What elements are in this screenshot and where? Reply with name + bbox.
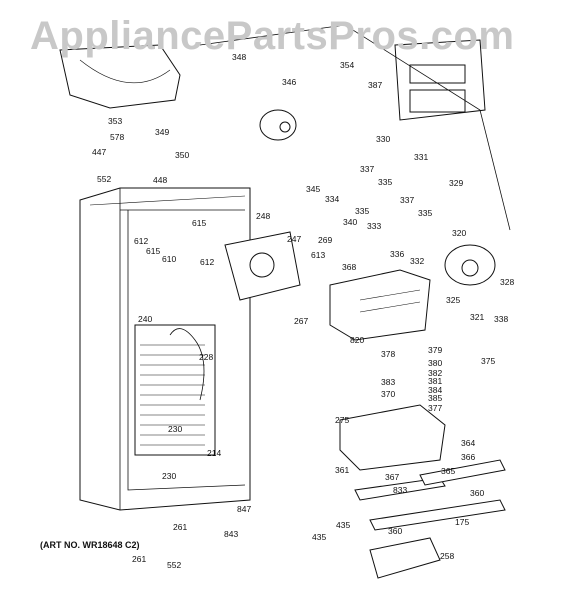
callout-325: 325 xyxy=(446,295,460,305)
callout-612b: 612 xyxy=(200,257,214,267)
part-callouts: 348 346 354 387 353 349 578 447 350 330 … xyxy=(92,52,514,570)
callout-613: 613 xyxy=(311,250,325,260)
callout-377: 377 xyxy=(428,403,442,413)
callout-349: 349 xyxy=(155,127,169,137)
callout-333: 333 xyxy=(367,221,381,231)
callout-240: 240 xyxy=(138,314,152,324)
callout-345: 345 xyxy=(306,184,320,194)
callout-365: 365 xyxy=(441,466,455,476)
dispenser-housing xyxy=(394,39,486,121)
callout-230a: 230 xyxy=(168,424,182,434)
callout-230b: 230 xyxy=(162,471,176,481)
ice-bucket xyxy=(59,44,181,109)
watermark: AppliancePartsPros.com xyxy=(30,14,515,58)
callout-350: 350 xyxy=(175,150,189,160)
callout-366: 366 xyxy=(461,452,475,462)
callout-329: 329 xyxy=(449,178,463,188)
callout-321: 321 xyxy=(470,312,484,322)
callout-269: 269 xyxy=(318,235,332,245)
callout-360b: 360 xyxy=(388,526,402,536)
callout-610: 610 xyxy=(162,254,176,264)
callout-337b: 337 xyxy=(400,195,414,205)
callout-228: 228 xyxy=(199,352,213,362)
callout-379: 379 xyxy=(428,345,442,355)
callout-258: 258 xyxy=(440,551,454,561)
callout-615a: 615 xyxy=(192,218,206,228)
callout-370: 370 xyxy=(381,389,395,399)
callout-381: 381 xyxy=(428,376,442,386)
callout-330: 330 xyxy=(376,134,390,144)
callout-387: 387 xyxy=(368,80,382,90)
callout-612a: 612 xyxy=(134,236,148,246)
slide-rails xyxy=(354,459,506,531)
callout-378: 378 xyxy=(381,349,395,359)
callout-833: 833 xyxy=(393,485,407,495)
callout-380: 380 xyxy=(428,358,442,368)
auger-motor xyxy=(259,109,297,141)
callout-385: 385 xyxy=(428,393,442,403)
art-number: (ART NO. WR18648 C2) xyxy=(40,540,140,550)
callout-361: 361 xyxy=(335,465,349,475)
callout-552b: 552 xyxy=(167,560,181,570)
callout-448: 448 xyxy=(153,175,167,185)
callout-360a: 360 xyxy=(470,488,484,498)
callout-435a: 435 xyxy=(336,520,350,530)
callout-332: 332 xyxy=(410,256,424,266)
callout-615b: 615 xyxy=(146,246,160,256)
callout-261a: 261 xyxy=(173,522,187,532)
callout-843: 843 xyxy=(224,529,238,539)
callout-382: 382 xyxy=(428,368,442,378)
crusher-solenoid xyxy=(444,244,496,286)
callout-339: 338 xyxy=(494,314,508,324)
callout-214: 214 xyxy=(207,448,221,458)
callout-331: 331 xyxy=(414,152,428,162)
callout-384: 384 xyxy=(428,385,442,395)
ice-maker xyxy=(329,269,431,341)
callout-337a: 337 xyxy=(360,164,374,174)
callout-552a: 552 xyxy=(97,174,111,184)
callout-248: 248 xyxy=(256,211,270,221)
callout-364: 364 xyxy=(461,438,475,448)
cover-258 xyxy=(369,537,441,579)
callout-334: 334 xyxy=(325,194,339,204)
callout-328: 328 xyxy=(500,277,514,287)
callout-261b: 261 xyxy=(132,554,146,564)
callout-375: 375 xyxy=(481,356,495,366)
callout-354: 354 xyxy=(340,60,354,70)
callout-275: 275 xyxy=(335,415,349,425)
callout-175: 175 xyxy=(455,517,469,527)
callout-335b: 335 xyxy=(355,206,369,216)
callout-383: 383 xyxy=(381,377,395,387)
callout-353: 353 xyxy=(108,116,122,126)
dispenser-bracket xyxy=(339,404,446,471)
callout-267: 267 xyxy=(294,316,308,326)
callout-340: 340 xyxy=(343,217,357,227)
callout-335c: 335 xyxy=(418,208,432,218)
callout-578: 578 xyxy=(110,132,124,142)
callout-335a: 335 xyxy=(378,177,392,187)
callout-447: 447 xyxy=(92,147,106,157)
callout-346: 346 xyxy=(282,77,296,87)
callout-336: 336 xyxy=(390,249,404,259)
callout-847: 847 xyxy=(237,504,251,514)
callout-348: 348 xyxy=(232,52,246,62)
callout-820: 820 xyxy=(350,335,364,345)
callout-368: 368 xyxy=(342,262,356,272)
callout-367: 367 xyxy=(385,472,399,482)
callout-435b: 435 xyxy=(312,532,326,542)
evaporator-coil xyxy=(134,324,216,456)
callout-247: 247 xyxy=(287,234,301,244)
callout-320: 320 xyxy=(452,228,466,238)
fan-shroud xyxy=(224,231,301,301)
